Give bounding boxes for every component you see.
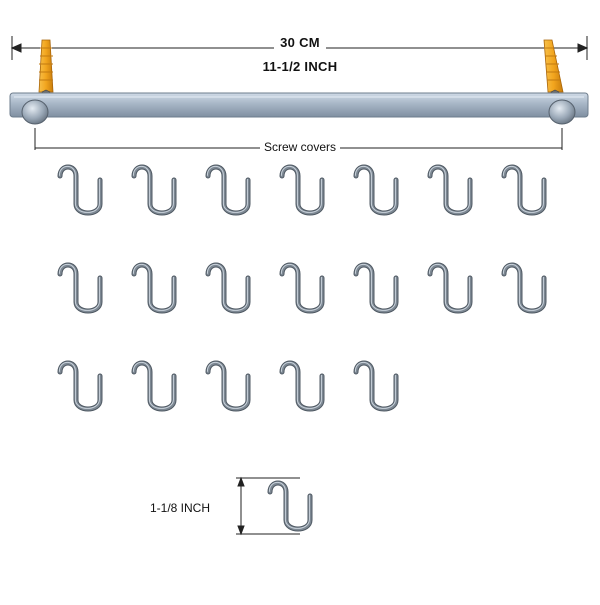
hook-grid bbox=[57, 164, 547, 412]
hook bbox=[57, 262, 103, 314]
hook bbox=[131, 164, 177, 216]
hook bbox=[131, 360, 177, 412]
width-imperial-text: 11-1/2 INCH bbox=[256, 59, 344, 74]
width-imperial-label: 11-1/2 INCH bbox=[0, 59, 600, 74]
width-metric-text: 30 CM bbox=[274, 35, 326, 50]
hook bbox=[57, 360, 103, 412]
right-screw-cover bbox=[548, 99, 576, 125]
width-metric-label: 30 CM bbox=[0, 35, 600, 50]
hook bbox=[57, 164, 103, 216]
hook-height-dimension bbox=[236, 476, 300, 536]
hook-height-label: 1-1/8 INCH bbox=[150, 501, 211, 515]
screw-covers-text: Screw covers bbox=[259, 140, 341, 154]
single-hook-sample bbox=[267, 480, 313, 532]
hook bbox=[131, 262, 177, 314]
hook bbox=[353, 262, 399, 314]
hook bbox=[427, 164, 473, 216]
hook bbox=[205, 262, 251, 314]
hook bbox=[279, 262, 325, 314]
hook bbox=[427, 262, 473, 314]
hook bbox=[279, 164, 325, 216]
screw-covers-label: Screw covers bbox=[0, 140, 600, 154]
left-screw-cover bbox=[21, 99, 49, 125]
hook bbox=[279, 360, 325, 412]
hook bbox=[353, 360, 399, 412]
hook bbox=[267, 480, 313, 532]
hook bbox=[501, 262, 547, 314]
hook bbox=[205, 164, 251, 216]
hook bbox=[205, 360, 251, 412]
hook bbox=[501, 164, 547, 216]
rail-bar bbox=[9, 92, 589, 118]
hook bbox=[353, 164, 399, 216]
